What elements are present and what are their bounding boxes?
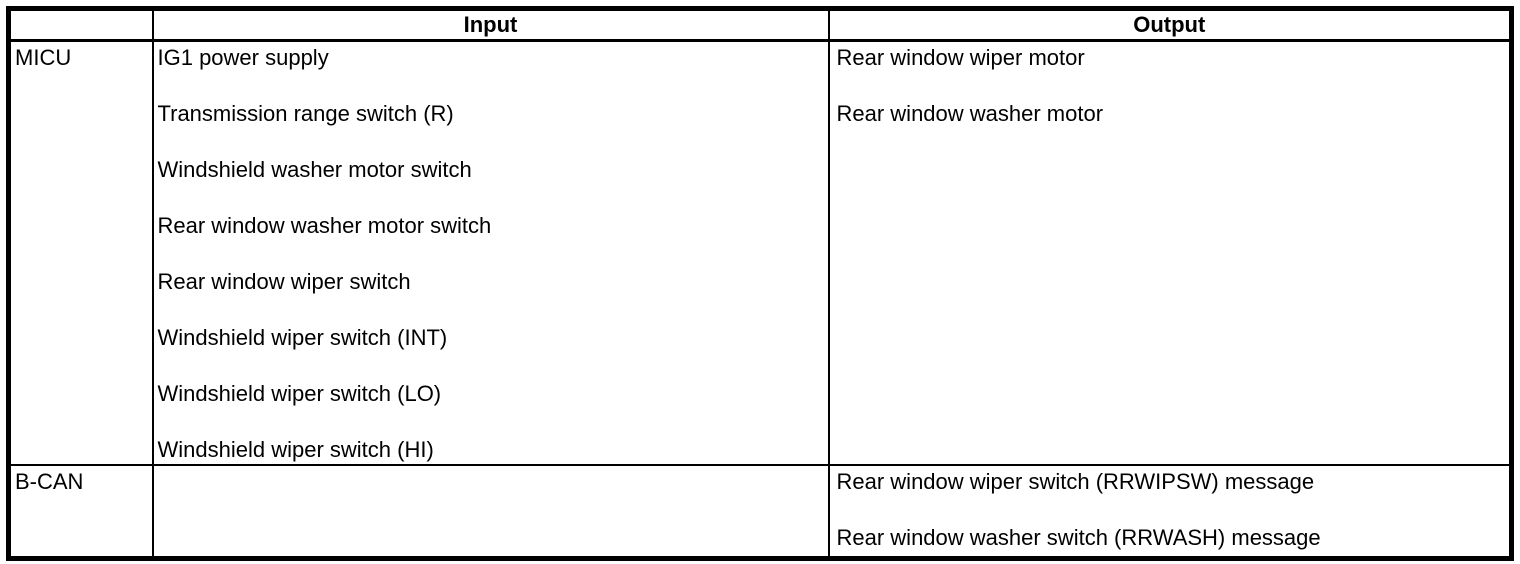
header-output-cell: Output	[827, 7, 1513, 42]
table-header-row: Input Output	[7, 7, 1513, 42]
micu-input-list: IG1 power supply Transmission range swit…	[157, 45, 492, 462]
component-cell: MICU	[7, 39, 154, 466]
output-cell: Rear window wiper switch (RRWIPSW) messa…	[827, 464, 1513, 559]
component-label-micu: MICU	[15, 45, 72, 70]
table-row-micu: MICU IG1 power supply Transmission range…	[7, 39, 1513, 466]
input-cell	[151, 464, 830, 559]
table-row-bcan: B-CAN Rear window wiper switch (RRWIPSW)…	[7, 464, 1513, 559]
header-component-cell	[7, 7, 154, 42]
input-cell: IG1 power supply Transmission range swit…	[151, 39, 830, 466]
component-label-bcan: B-CAN	[15, 469, 84, 494]
bcan-output-list: Rear window wiper switch (RRWIPSW) messa…	[836, 469, 1321, 550]
micu-output-list: Rear window wiper motor Rear window wash…	[836, 45, 1104, 126]
header-input-cell: Input	[151, 7, 830, 42]
output-cell: Rear window wiper motor Rear window wash…	[827, 39, 1513, 466]
input-output-table: Input Output MICU IG1 power supply Trans…	[6, 6, 1514, 561]
component-cell: B-CAN	[7, 464, 154, 559]
